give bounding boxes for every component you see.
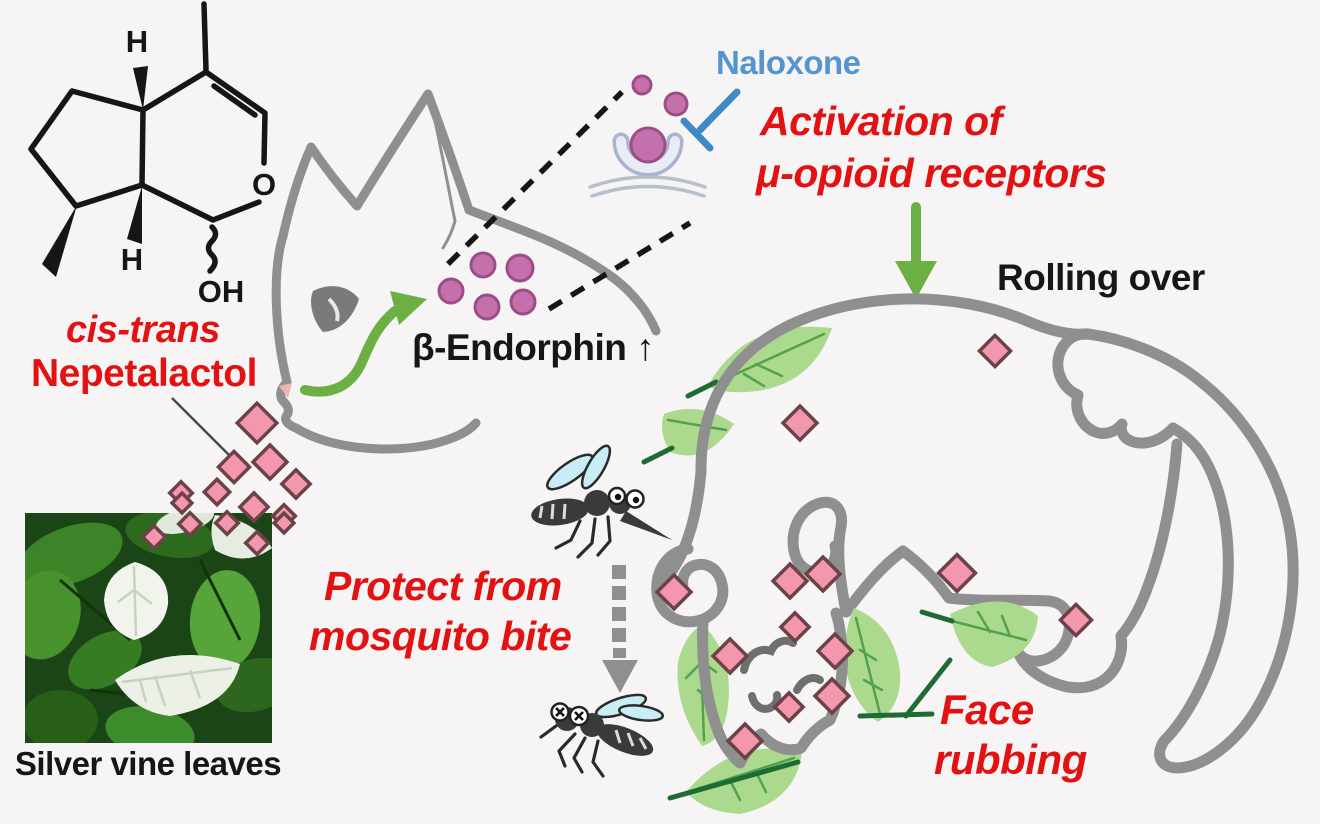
wedge-bond-methyl (42, 205, 77, 277)
cat-back (695, 293, 1094, 478)
atom-label-h-top: H (126, 24, 148, 59)
zoom-dashed-lines (446, 90, 692, 312)
beta-endorphin-circles (437, 251, 537, 321)
face-rubbing-label-line1: Face (940, 686, 1034, 733)
rolling-cat (641, 293, 1299, 814)
beta-endorphin-label: β-Endorphin ↑ (412, 327, 655, 368)
cat-front-paw-curl-left (651, 543, 729, 628)
rolling-over-label: Rolling over (997, 257, 1205, 298)
sniff-arrow (300, 291, 427, 397)
leaf-branch (903, 657, 953, 719)
nepetalactol-diamonds-on-cat (654, 332, 1095, 761)
cat-hind-leg (1115, 438, 1183, 642)
leaf-branch (667, 759, 801, 801)
leaf (641, 408, 734, 465)
nepetalactol-structure: H H O OH (28, 1, 276, 309)
nepetalactol-diamond-stream (140, 400, 313, 557)
naloxone-inhibitor-arrow (680, 88, 741, 152)
cat-face-closed-eye (793, 674, 824, 694)
endorphin-in-receptor (629, 126, 667, 164)
leaf (685, 326, 832, 399)
face-rubbing-label-line2: rubbing (934, 736, 1087, 783)
protect-label-line1: Protect from (324, 563, 562, 609)
atom-label-oh: OH (198, 274, 245, 309)
mosquito-dead-icon (539, 693, 665, 778)
atom-label-o: O (252, 167, 276, 202)
gray-dashed-arrow (602, 565, 638, 693)
cat-chest (654, 466, 707, 591)
cat-hind-paw (1052, 328, 1179, 449)
cat-face-folded-ear (740, 636, 797, 674)
cat-nose (279, 383, 292, 398)
green-down-arrow (895, 202, 937, 299)
leaf (919, 601, 1038, 667)
activation-label-line1: Activation of (760, 98, 1002, 144)
naloxone-label: Naloxone (716, 44, 861, 81)
wedge-bond-h-bottom (127, 186, 142, 244)
label-pointer-line (171, 397, 234, 460)
leaf-branch (857, 711, 935, 719)
cat-front-paw-curl-right (787, 496, 852, 618)
mosquito-alive-icon (531, 444, 672, 559)
protect-label-line2: mosquito bite (309, 613, 572, 659)
cis-trans-label: cis-trans (66, 309, 220, 351)
silver-vine-photo (25, 513, 272, 743)
cat-tail (1082, 328, 1299, 774)
cat-belly-and-paw (840, 545, 1128, 694)
cat-face-mouth (748, 691, 782, 713)
cat-eye-highlight (327, 297, 340, 322)
wedge-bond-h-top (133, 66, 148, 110)
atom-label-h-bottom: H (121, 242, 143, 277)
nepetalactol-label: Nepetalactol (31, 352, 257, 395)
leaf (844, 608, 901, 722)
sniffing-cat-head (271, 89, 661, 454)
silver-vine-label: Silver vine leaves (14, 745, 282, 782)
mu-opioid-receptor-icon (588, 74, 707, 198)
activation-label-line2: μ-opioid receptors (756, 150, 1107, 196)
